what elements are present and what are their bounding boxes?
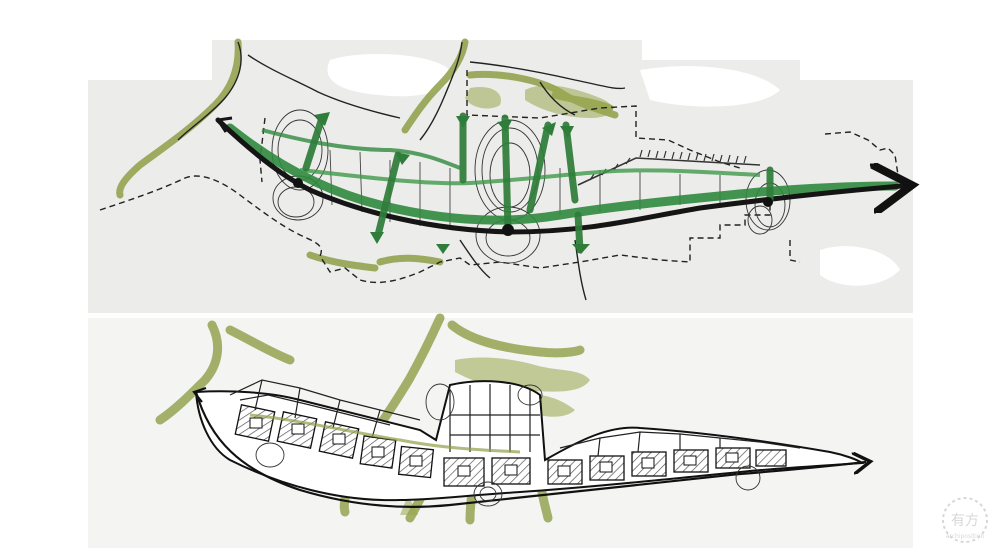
bottom-diagram xyxy=(88,318,913,548)
node-east xyxy=(763,197,773,207)
watermark-subtext: archiposition xyxy=(946,533,985,540)
watermark: 有方 archiposition xyxy=(943,498,987,542)
watermark-text: 有方 xyxy=(951,513,979,529)
paper-background-top xyxy=(88,40,913,313)
top-diagram xyxy=(88,40,913,313)
node-west xyxy=(293,178,303,188)
node-center xyxy=(502,224,514,236)
